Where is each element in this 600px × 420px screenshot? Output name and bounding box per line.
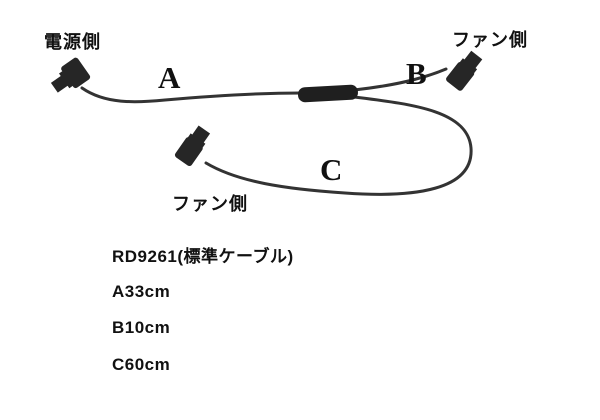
segment-c-label: C [320,152,343,187]
power-side-label: 電源側 [44,32,101,52]
cable-segment-a [80,86,304,104]
fan-side-top-label: ファン側 [452,30,528,50]
fan-plug-top-icon [446,50,483,91]
cable-segment-c [204,95,473,196]
model-name-label: RD9261(標準ケーブル) [112,247,294,266]
length-c-label: C60cm [112,355,171,374]
power-plug-icon [50,57,91,93]
length-a-label: A33cm [112,282,171,301]
fan-plug-middle-icon [174,125,211,167]
segment-b-label: B [406,56,427,91]
fan-side-middle-label: ファン側 [172,194,248,214]
cable-segment-b [352,67,448,92]
length-b-label: B10cm [112,318,171,337]
junction-box [297,84,358,103]
segment-a-label: A [158,60,181,95]
